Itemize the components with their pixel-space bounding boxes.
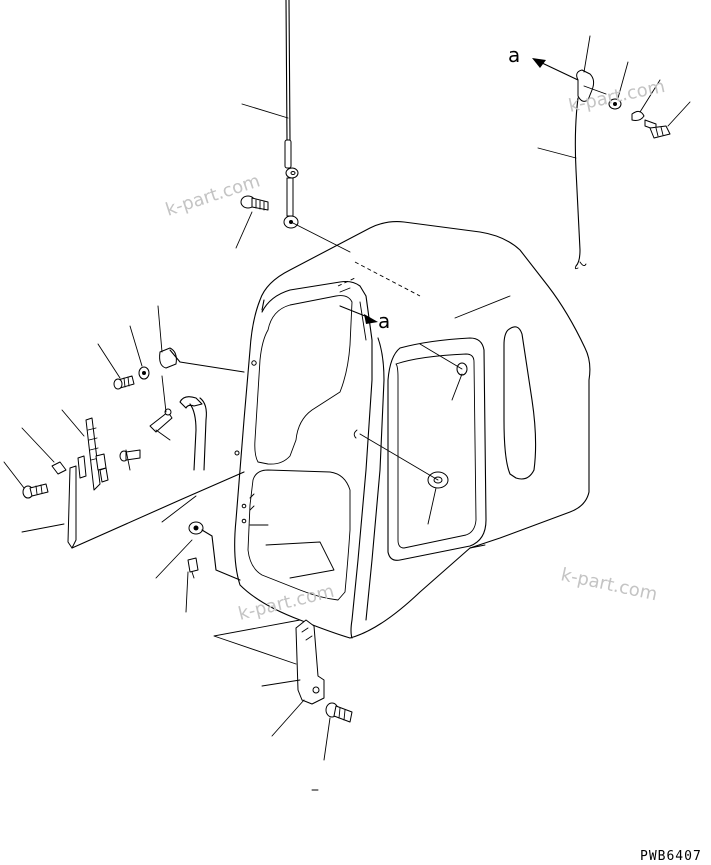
view-label-a-detail: a — [378, 309, 390, 333]
wiper-arm — [67, 417, 245, 549]
wiper-motor-link — [149, 408, 173, 441]
wiper-screw — [119, 449, 141, 462]
callout-leaders — [3, 35, 691, 791]
operator-cab — [234, 221, 591, 639]
speaker-cap — [359, 433, 449, 489]
bracket-leader — [213, 619, 301, 687]
wiper-washer — [138, 366, 150, 380]
view-arrow-a: a — [508, 43, 579, 81]
watermark-bottom: k-part.com — [236, 581, 336, 625]
bracket-bolt — [325, 702, 353, 723]
leader-line — [290, 221, 351, 253]
cab-grommet — [419, 343, 468, 376]
view-label-a: a — [508, 43, 520, 67]
wiper-bracket — [159, 347, 245, 373]
antenna-bolt — [240, 195, 269, 211]
lower-bracket — [295, 619, 325, 705]
washer-clip — [187, 557, 199, 579]
washer-fitting — [188, 521, 241, 581]
antenna-rod — [283, 0, 299, 229]
wiper-hose — [179, 396, 207, 471]
wiper-base-bolt — [22, 483, 49, 499]
clip-set — [608, 98, 671, 139]
watermark-right: k-part.com — [559, 564, 659, 605]
wiper-bolt — [113, 375, 135, 390]
wiper-nut-set — [51, 453, 109, 483]
wiring-harness — [574, 69, 607, 270]
view-arrow-a-detail: a — [339, 305, 390, 333]
drawing-code: PWB6407 — [640, 849, 702, 864]
